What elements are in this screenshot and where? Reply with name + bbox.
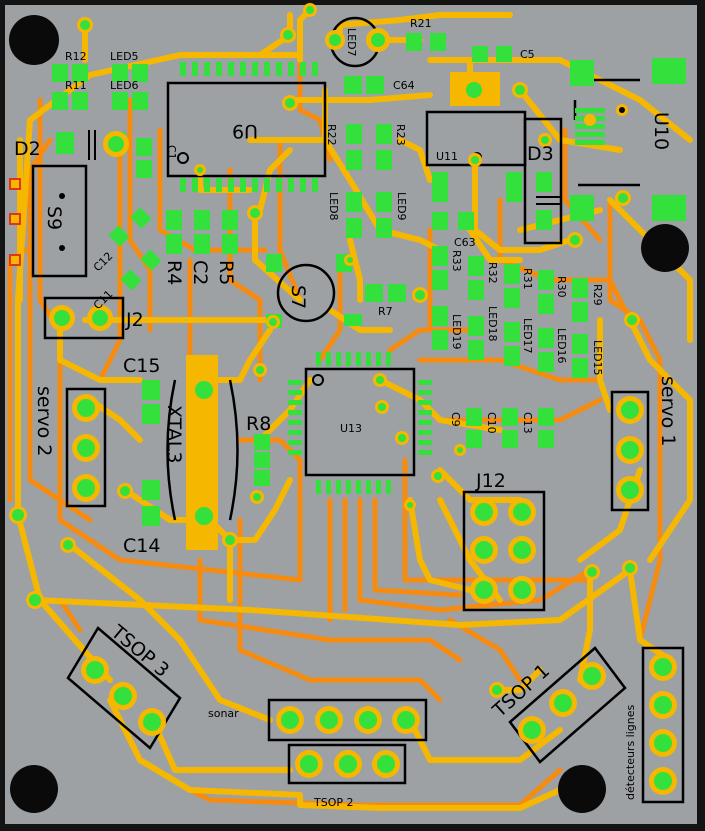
label-s7: S7 xyxy=(287,285,309,309)
label-led8: LED8 xyxy=(327,192,340,221)
label-r21: R21 xyxy=(410,17,432,30)
label-r32: R32 xyxy=(486,262,499,284)
label-xtal3: XTAL3 xyxy=(163,405,185,463)
label-led7: LED7 xyxy=(345,28,358,57)
label-d2: D2 xyxy=(14,138,41,160)
label-r7: R7 xyxy=(378,305,393,318)
label-servo-2: servo 2 xyxy=(33,386,55,456)
component-outlines xyxy=(31,16,685,804)
label-r33: R33 xyxy=(450,250,463,272)
edge-indicator-rings xyxy=(11,180,19,264)
mounting-hole xyxy=(558,765,606,813)
ic-pin-rows xyxy=(180,62,432,494)
label-led15: LED15 xyxy=(591,340,604,376)
label-u9: U9 xyxy=(232,120,258,142)
label-s9: S9 xyxy=(43,206,65,230)
label-d3: D3 xyxy=(527,143,554,165)
label-r4: R4 xyxy=(163,260,185,285)
label-c14: C14 xyxy=(123,535,160,557)
label-r30: R30 xyxy=(555,276,568,298)
label-led9: LED9 xyxy=(395,192,408,221)
label-r29: R29 xyxy=(591,284,604,306)
label-c10: C10 xyxy=(485,412,498,434)
mounting-hole xyxy=(9,15,59,65)
mounting-holes xyxy=(9,15,689,813)
label-c63: C63 xyxy=(454,236,476,249)
mounting-hole xyxy=(10,765,58,813)
label-c9: C9 xyxy=(449,412,462,427)
label-r12: R12 xyxy=(65,50,87,63)
label-r23: R23 xyxy=(394,124,407,146)
label-led18: LED18 xyxy=(486,306,499,342)
label-r22: R22 xyxy=(325,124,338,146)
label-led19: LED19 xyxy=(450,314,463,350)
vias xyxy=(9,3,640,698)
label-r5: R5 xyxy=(215,260,237,285)
label-u13: U13 xyxy=(340,422,362,435)
label-j2: J2 xyxy=(125,309,144,331)
label-detecteurs-lignes: détecteurs lignes xyxy=(624,704,637,800)
label-r8: R8 xyxy=(246,413,271,435)
smd-pads xyxy=(52,33,686,550)
label-u10: U10 xyxy=(650,112,672,150)
label-c5: C5 xyxy=(520,48,535,61)
mounting-hole xyxy=(641,224,689,272)
label-c1: C1 xyxy=(165,145,178,160)
label-c13: C13 xyxy=(521,412,534,434)
label-c64: C64 xyxy=(393,79,415,92)
label-led16: LED16 xyxy=(555,328,568,364)
label-r31: R31 xyxy=(521,268,534,290)
angled-capacitor-pads xyxy=(108,207,162,291)
label-sonar: sonar xyxy=(208,707,239,720)
through-hole-pads xyxy=(49,28,677,795)
label-j12: J12 xyxy=(475,470,506,492)
label-tsop-2: TSOP 2 xyxy=(313,796,354,809)
label-led17: LED17 xyxy=(521,318,534,354)
label-led6: LED6 xyxy=(110,79,139,92)
label-r11: R11 xyxy=(65,79,87,92)
label-servo-1: servo 1 xyxy=(657,376,679,446)
label-c2: C2 xyxy=(189,260,211,285)
label-c15: C15 xyxy=(123,355,160,377)
label-u11: U11 xyxy=(436,150,458,163)
label-led5: LED5 xyxy=(110,50,139,63)
